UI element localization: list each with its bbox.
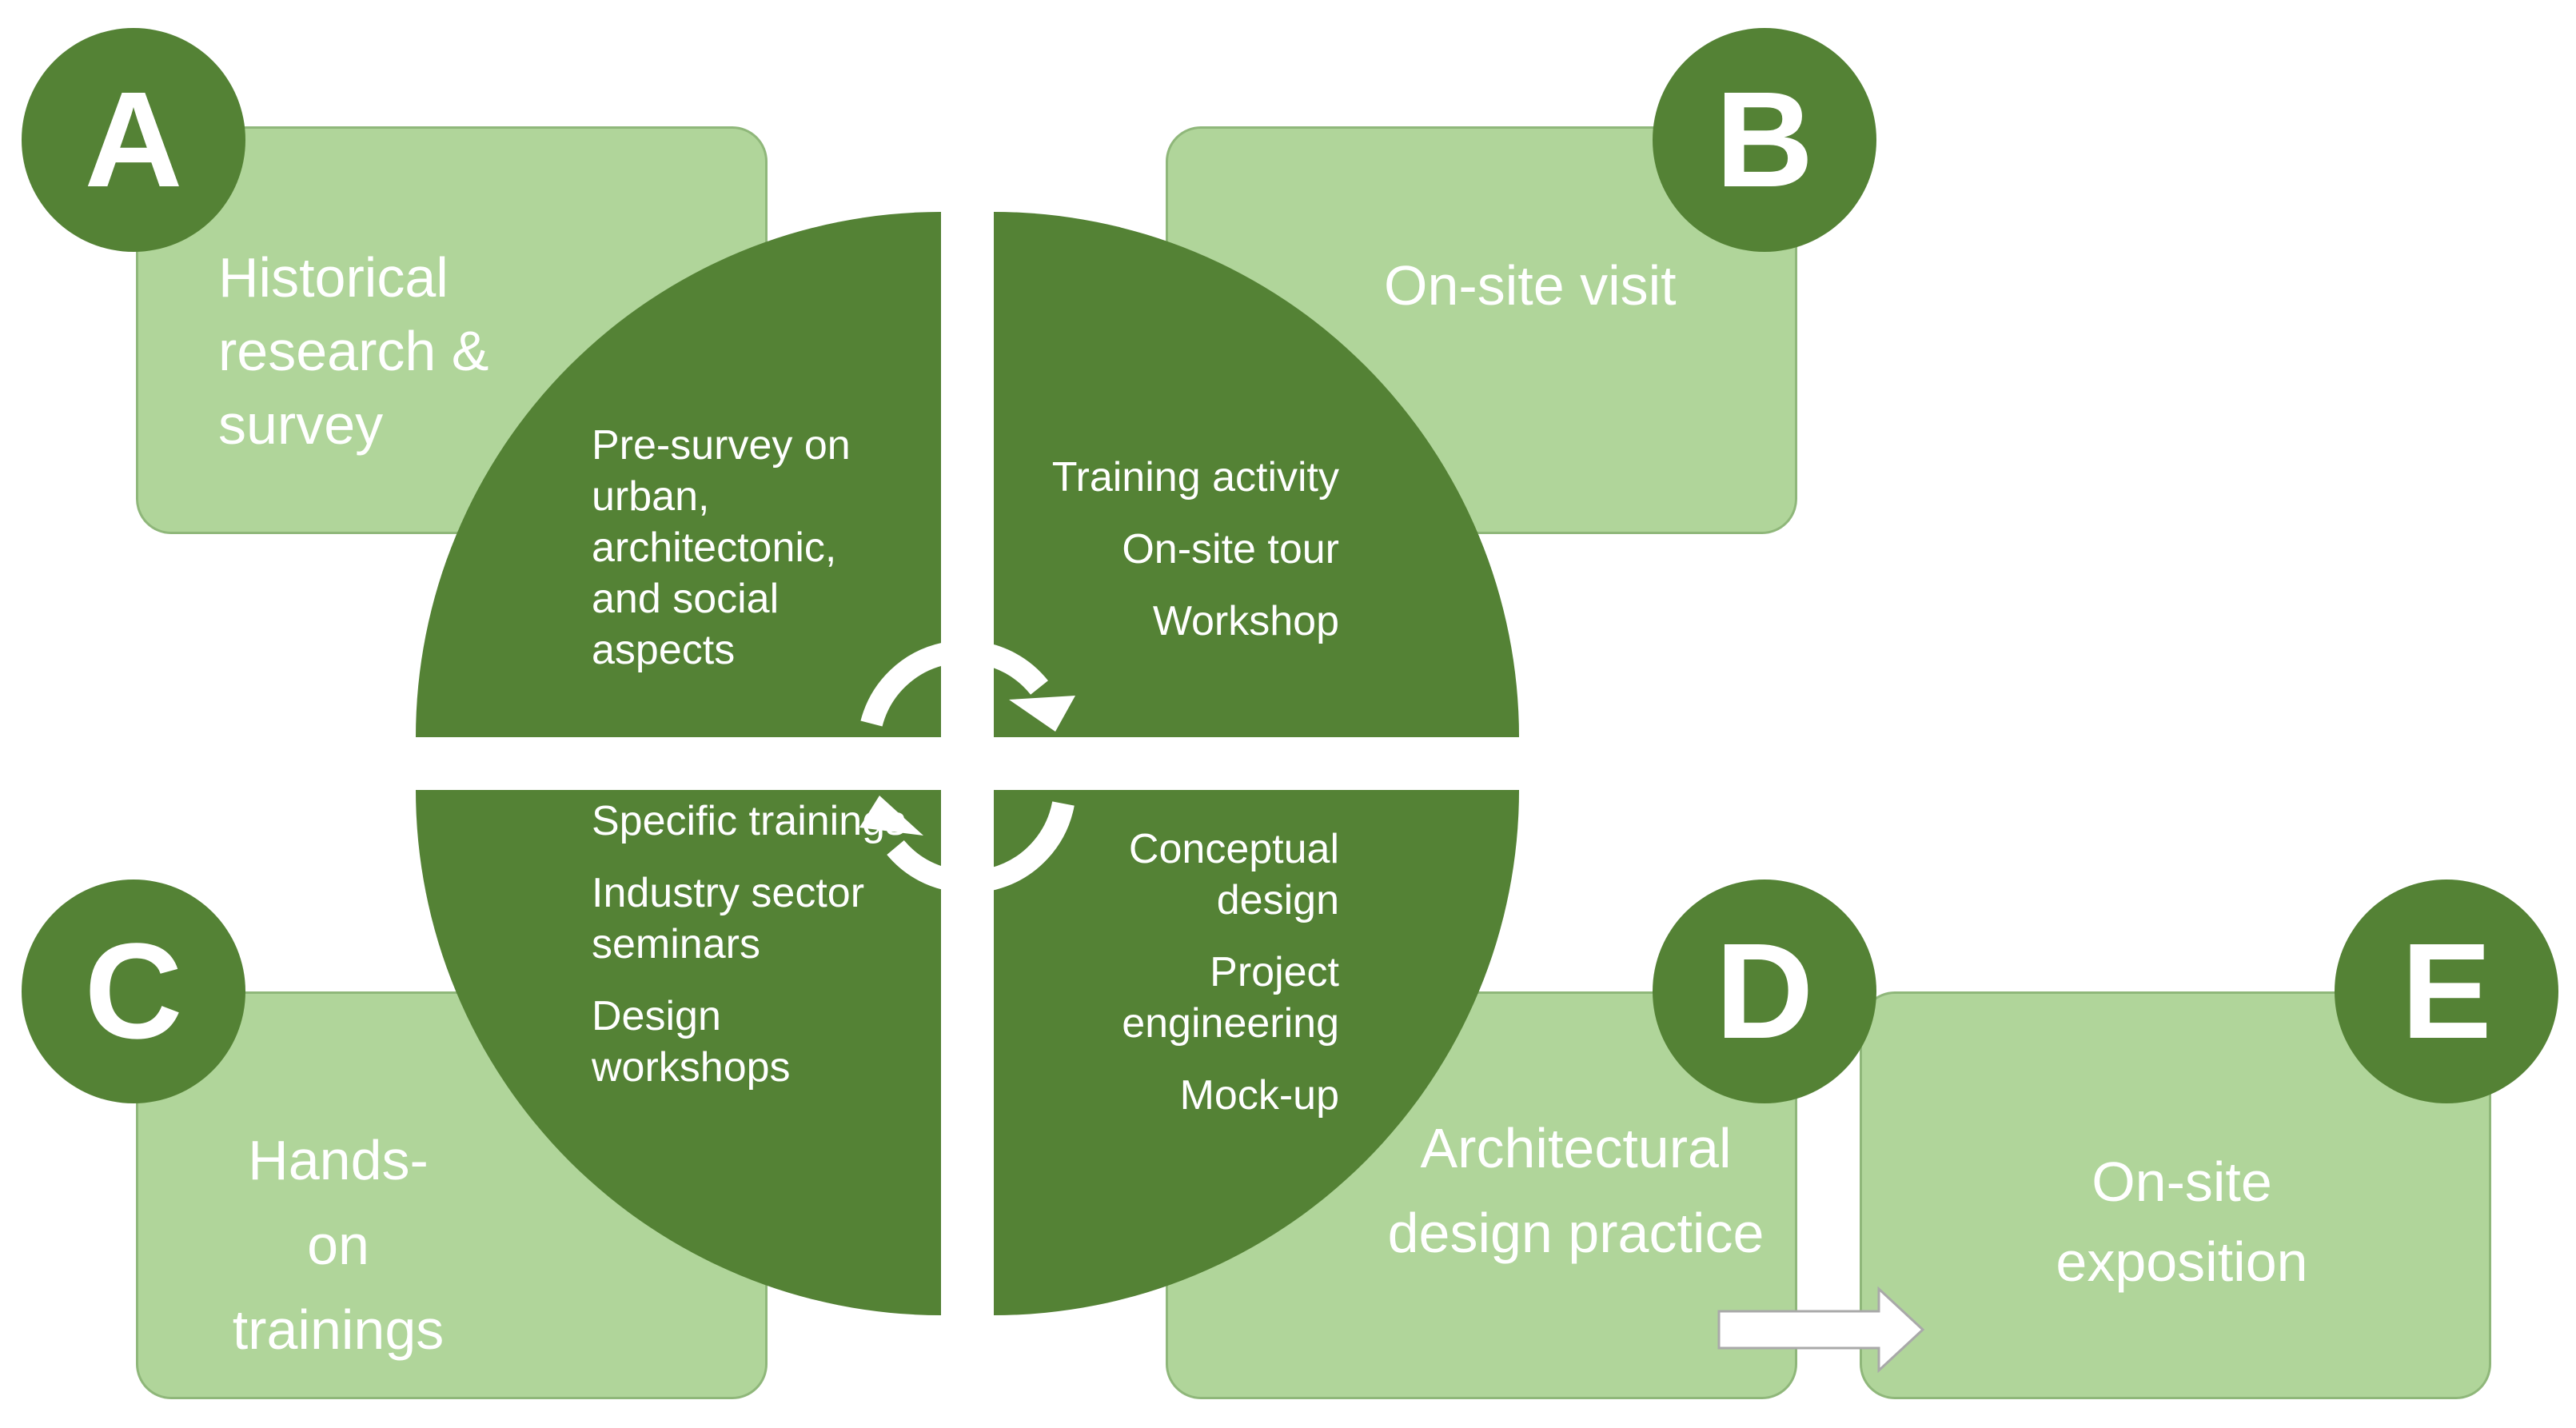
cycle-arrowhead-top xyxy=(1009,696,1075,732)
right-arrow-icon xyxy=(1717,1286,1925,1374)
quadrant-bottom-left xyxy=(416,790,941,1315)
stage-b-badge: B xyxy=(1653,28,1876,252)
stage-d-title: Architectural design practice xyxy=(1387,1117,1765,1264)
stage-d-badge: D xyxy=(1653,880,1876,1103)
stage-a-title: Historical research & survey xyxy=(218,246,489,456)
circular-arrows-icon xyxy=(860,640,1075,893)
bottom-right-item-2: Project engineering xyxy=(1122,949,1339,1047)
bottom-right-item-1: Conceptual design xyxy=(1128,826,1339,923)
quadrant-bottom-right-text: Conceptual design Project engineering Mo… xyxy=(1067,824,1339,1142)
stage-c-title: Hands-on trainings xyxy=(232,1129,445,1361)
stage-e-title: On-site exposition xyxy=(2056,1151,2308,1293)
quadrant-bottom-right xyxy=(994,790,1519,1315)
quadrant-top-left-text: Pre-survey on urban, architectonic, and … xyxy=(592,420,863,696)
bottom-left-item-3: Design workshops xyxy=(592,993,791,1091)
top-left-item: Pre-survey on urban, architectonic, and … xyxy=(592,422,851,673)
quadrant-top-right xyxy=(994,212,1519,737)
quadrant-bottom-left-text: Specific trainings Industry sector semin… xyxy=(592,796,911,1114)
stage-b-title: On-site visit xyxy=(1384,254,1677,317)
quadrant-top-left xyxy=(416,212,941,737)
bottom-left-item-1: Specific trainings xyxy=(592,798,907,844)
stage-e-badge: E xyxy=(2335,880,2558,1103)
quadrant-top-right-text: Training activity On-site tour Workshop xyxy=(1011,452,1339,668)
cycle-arrowhead-bottom xyxy=(859,796,923,836)
top-right-item-3: Workshop xyxy=(1152,598,1339,644)
top-right-item-2: On-site tour xyxy=(1122,526,1339,572)
bottom-left-item-2: Industry sector seminars xyxy=(592,870,865,967)
stage-a-badge: A xyxy=(22,28,245,252)
bottom-right-item-3: Mock-up xyxy=(1179,1072,1339,1119)
top-right-item-1: Training activity xyxy=(1051,454,1339,501)
stage-c-badge: C xyxy=(22,880,245,1103)
